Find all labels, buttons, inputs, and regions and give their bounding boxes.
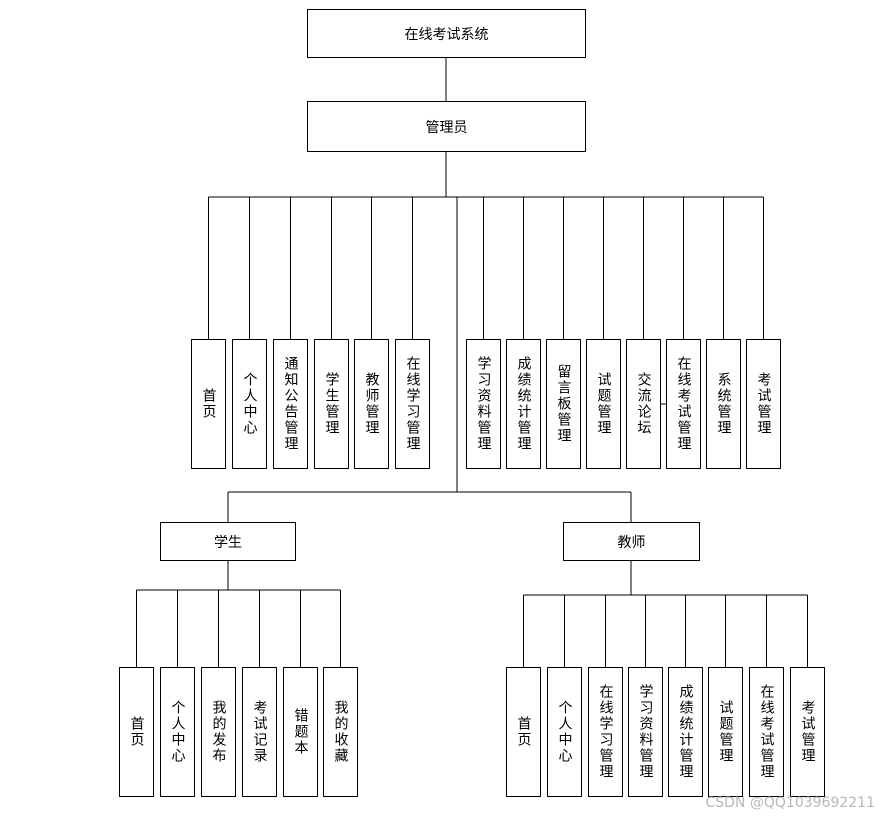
admin-module-label: 在线考试管理: [675, 356, 692, 452]
student-module-box: 首页: [119, 667, 154, 797]
admin-module-label: 在线学习管理: [404, 356, 421, 452]
admin-module-box: 系统管理: [706, 339, 741, 469]
admin-module-box: 在线学习管理: [395, 339, 430, 469]
student-module-label: 我的收藏: [332, 700, 349, 764]
admin-title: 管理员: [425, 119, 468, 136]
admin-module-label: 考试管理: [755, 372, 772, 436]
student-module-label: 首页: [128, 716, 145, 748]
admin-module-box: 通知公告管理: [273, 339, 308, 469]
teacher-module-label: 试题管理: [717, 700, 734, 764]
student-module-label: 错题本: [292, 708, 309, 756]
admin-module-box: 首页: [191, 339, 226, 469]
teacher-module-label: 学习资料管理: [637, 684, 654, 780]
admin-box: 管理员: [307, 101, 586, 152]
admin-module-label: 通知公告管理: [282, 356, 299, 452]
admin-module-label: 学习资料管理: [475, 356, 492, 452]
student-module-box: 错题本: [283, 667, 318, 797]
student-module-box: 我的发布: [201, 667, 236, 797]
student-module-label: 个人中心: [169, 700, 186, 764]
admin-module-label: 成绩统计管理: [515, 356, 532, 452]
watermark: CSDN @QQ1039692211: [705, 795, 875, 811]
system-title-box: 在线考试系统: [307, 9, 586, 58]
teacher-module-box: 首页: [506, 667, 541, 797]
teacher-module-box: 在线考试管理: [749, 667, 784, 797]
admin-module-label: 个人中心: [241, 372, 258, 436]
teacher-module-box: 试题管理: [708, 667, 743, 797]
teacher-module-box: 成绩统计管理: [668, 667, 703, 797]
admin-module-box: 教师管理: [354, 339, 389, 469]
student-box: 学生: [160, 522, 296, 561]
teacher-module-label: 首页: [515, 716, 532, 748]
student-module-label: 考试记录: [251, 700, 268, 764]
admin-module-box: 留言板管理: [546, 339, 581, 469]
admin-module-label: 留言板管理: [555, 364, 572, 444]
teacher-module-label: 考试管理: [799, 700, 816, 764]
admin-module-box: 学生管理: [314, 339, 349, 469]
teacher-module-box: 考试管理: [790, 667, 825, 797]
teacher-module-box: 在线学习管理: [588, 667, 623, 797]
system-title: 在线考试系统: [404, 26, 489, 43]
admin-module-box: 试题管理: [586, 339, 621, 469]
teacher-title: 教师: [617, 534, 646, 551]
admin-module-label: 试题管理: [595, 372, 612, 436]
teacher-module-box: 学习资料管理: [628, 667, 663, 797]
admin-module-box: 个人中心: [232, 339, 267, 469]
admin-module-box: 考试管理: [746, 339, 781, 469]
teacher-module-box: 个人中心: [547, 667, 582, 797]
student-module-box: 考试记录: [242, 667, 277, 797]
student-module-box: 我的收藏: [323, 667, 358, 797]
admin-module-box: 成绩统计管理: [506, 339, 541, 469]
admin-module-label: 交流论坛: [635, 372, 652, 436]
teacher-module-label: 成绩统计管理: [677, 684, 694, 780]
admin-module-box: 在线考试管理: [666, 339, 701, 469]
admin-module-box: 学习资料管理: [466, 339, 501, 469]
teacher-module-label: 在线学习管理: [597, 684, 614, 780]
admin-module-label: 教师管理: [363, 372, 380, 436]
teacher-module-label: 在线考试管理: [758, 684, 775, 780]
student-module-label: 我的发布: [210, 700, 227, 764]
student-title: 学生: [214, 534, 242, 551]
admin-module-label: 首页: [200, 388, 217, 420]
admin-module-label: 学生管理: [323, 372, 340, 436]
admin-module-box: 交流论坛: [626, 339, 661, 469]
teacher-module-label: 个人中心: [556, 700, 573, 764]
student-module-box: 个人中心: [160, 667, 195, 797]
admin-module-label: 系统管理: [715, 372, 732, 436]
teacher-box: 教师: [563, 522, 700, 561]
